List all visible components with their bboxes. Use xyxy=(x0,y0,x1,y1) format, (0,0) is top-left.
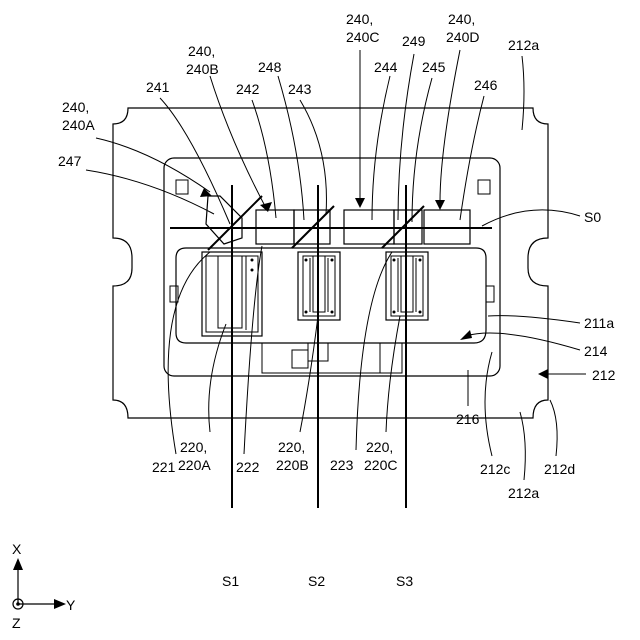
label-246: 246 xyxy=(474,77,498,93)
mirror-241 xyxy=(208,196,262,250)
axis-x-label: X xyxy=(12,541,22,557)
leader-211a xyxy=(488,316,580,323)
housing-outline xyxy=(113,108,548,418)
label-212d: 212d xyxy=(544,461,575,477)
label-240A-a: 240, xyxy=(62,99,89,115)
arrow-240D xyxy=(435,200,445,210)
leader-244 xyxy=(372,76,390,220)
detector-220C-pin-1 xyxy=(393,259,396,262)
label-247: 247 xyxy=(58,153,82,169)
leader-212c xyxy=(485,352,492,456)
label-220A-b: 220A xyxy=(178,457,211,473)
detector-220C-pin-2 xyxy=(419,259,422,262)
label-242: 242 xyxy=(236,81,260,97)
axis-x-arrow xyxy=(13,558,23,570)
leader-214 xyxy=(466,333,580,350)
leader-221 xyxy=(168,252,210,454)
label-220B-b: 220B xyxy=(276,457,309,473)
label-240A-b: 240A xyxy=(62,117,95,133)
frame-tab-ml xyxy=(170,286,178,302)
axis-z-dot xyxy=(16,602,20,606)
label-240B-a: 240, xyxy=(188,43,215,59)
leader-212a-top xyxy=(522,56,524,130)
frame-tab-tr xyxy=(478,180,490,194)
label-220A-a: 220, xyxy=(180,439,207,455)
label-244: 244 xyxy=(374,59,398,75)
detector-220A-pin-1 xyxy=(251,259,254,262)
detector-220A-chip xyxy=(218,256,242,328)
label-249: 249 xyxy=(402,33,426,49)
leader-241 xyxy=(160,98,230,224)
label-221: 221 xyxy=(152,459,176,475)
leader-212d xyxy=(550,400,557,456)
leader-212a-bottom xyxy=(520,412,525,480)
label-212c: 212c xyxy=(480,461,510,477)
frame-tab-mr xyxy=(486,286,494,302)
cavity-outline xyxy=(176,248,486,343)
leader-s0 xyxy=(482,210,580,226)
label-240C-a: 240, xyxy=(346,11,373,27)
label-220B-a: 220, xyxy=(278,439,305,455)
label-212a-bottom: 212a xyxy=(508,485,539,501)
detector-220B-pin-4 xyxy=(331,311,334,314)
leader-242 xyxy=(252,100,276,218)
frame-tab-tl xyxy=(176,180,188,194)
leader-220C xyxy=(386,316,400,432)
label-s2: S2 xyxy=(308,573,325,589)
label-220C-a: 220, xyxy=(366,439,393,455)
leader-248 xyxy=(278,76,304,220)
label-240D-b: 240D xyxy=(446,29,479,45)
leader-220A xyxy=(209,324,226,432)
leader-247 xyxy=(86,170,214,214)
axis-z-label: Z xyxy=(12,615,21,631)
label-248: 248 xyxy=(258,59,282,75)
detector-220A-pin-2 xyxy=(251,269,254,272)
detector-220C-pin-4 xyxy=(419,311,422,314)
label-s3: S3 xyxy=(396,573,413,589)
leader-243 xyxy=(300,100,326,214)
label-s1: S1 xyxy=(222,573,239,589)
label-214: 214 xyxy=(584,343,608,359)
detector-220B-pin-1 xyxy=(305,259,308,262)
bottom-connector-left xyxy=(262,343,402,373)
label-240B-b: 240B xyxy=(186,61,219,77)
arrow-214 xyxy=(460,330,472,340)
label-223: 223 xyxy=(330,457,354,473)
label-220C-b: 220C xyxy=(364,457,397,473)
label-212a-top: 212a xyxy=(508,37,539,53)
axis-y-label: Y xyxy=(66,597,76,613)
leader-245 xyxy=(412,78,432,222)
label-241: 241 xyxy=(146,79,170,95)
label-222: 222 xyxy=(236,459,260,475)
label-216: 216 xyxy=(456,411,480,427)
label-211a: 211a xyxy=(584,315,614,331)
leader-220B xyxy=(300,316,318,432)
leader-222 xyxy=(244,246,262,454)
label-212: 212 xyxy=(592,367,616,383)
detector-220B-pin-2 xyxy=(331,259,334,262)
detector-220C-pin-3 xyxy=(393,311,396,314)
label-245: 245 xyxy=(422,59,446,75)
bottom-connector-1 xyxy=(292,350,308,368)
label-240D-a: 240, xyxy=(448,11,475,27)
label-243: 243 xyxy=(288,81,312,97)
label-s0: S0 xyxy=(584,209,601,225)
arrow-212 xyxy=(538,369,548,379)
label-240C-b: 240C xyxy=(346,29,379,45)
arrow-240C xyxy=(355,198,365,208)
axis-y-arrow xyxy=(54,599,66,609)
detector-220B-pin-3 xyxy=(305,311,308,314)
